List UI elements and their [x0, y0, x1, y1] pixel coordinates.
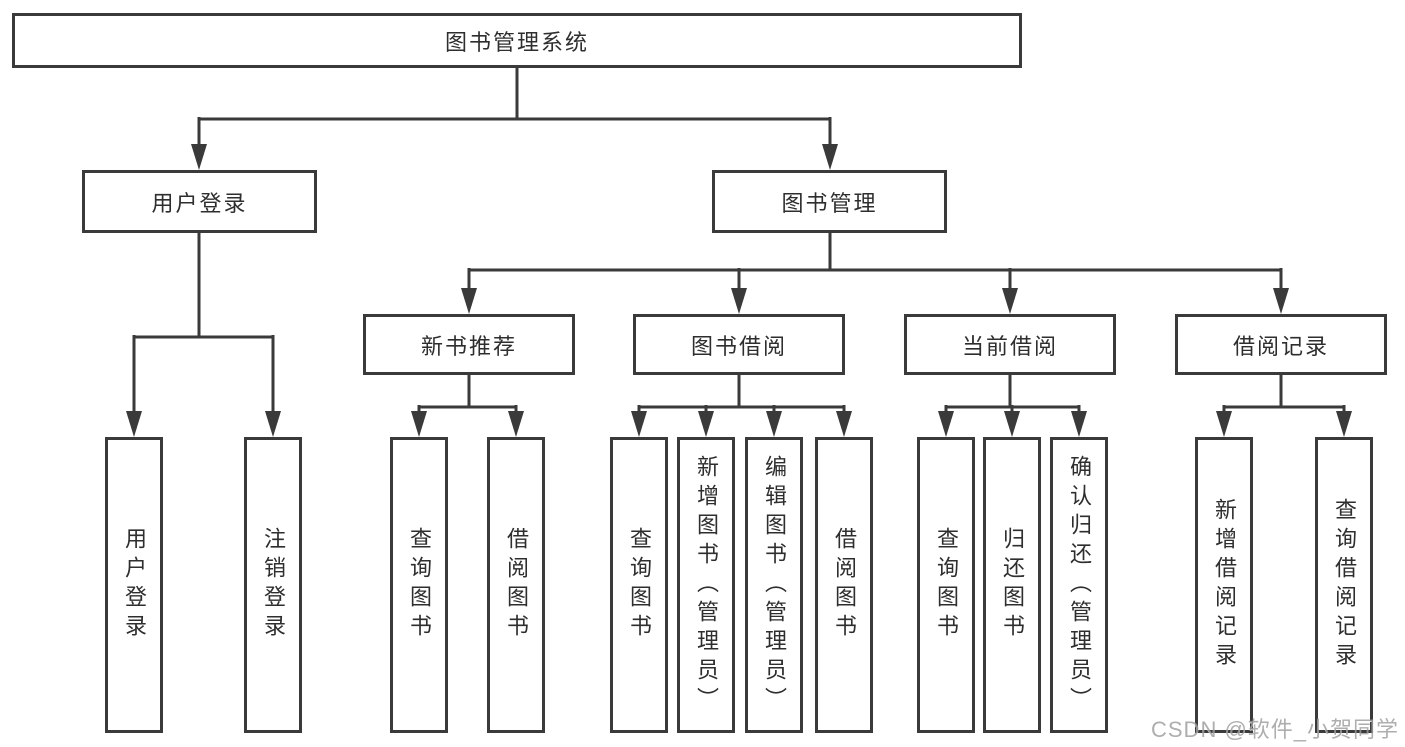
arrow-down-icon [1071, 411, 1087, 437]
node-label: 查询图书 [934, 527, 959, 643]
node-label: 借阅记录 [1232, 333, 1329, 359]
arrow-down-icon [411, 411, 427, 437]
node-label: 借阅图书 [832, 527, 857, 643]
node-label: 图书管理 [781, 190, 878, 216]
arrow-down-icon [698, 411, 714, 437]
node-leaf-add-book-admin: 新增图书（管理员） [677, 437, 735, 733]
arrow-down-icon [836, 411, 852, 437]
node-label: 注销登录 [261, 527, 286, 643]
arrow-down-icon [1273, 288, 1289, 314]
node-leaf-add-borrow-record: 新增借阅记录 [1195, 437, 1253, 733]
node-current-borrow: 当前借阅 [904, 314, 1116, 375]
node-user-login: 用户登录 [82, 170, 317, 233]
arrow-down-icon [1216, 411, 1232, 437]
arrow-down-icon [126, 411, 142, 437]
node-leaf-return-book: 归还图书 [983, 437, 1041, 733]
arrow-down-icon [938, 411, 954, 437]
node-label: 查询图书 [407, 527, 432, 643]
node-label: 确认归还（管理员） [1067, 454, 1092, 716]
node-leaf-query-book-1: 查询图书 [390, 437, 448, 733]
node-label: 用户登录 [151, 190, 248, 216]
node-leaf-query-book-2: 查询图书 [610, 437, 668, 733]
node-label: 归还图书 [1000, 527, 1025, 643]
node-label: 图书借阅 [690, 333, 787, 359]
node-label: 新增图书（管理员） [694, 454, 719, 716]
node-borrow-record: 借阅记录 [1175, 314, 1387, 375]
node-leaf-borrow-book-2: 借阅图书 [815, 437, 873, 733]
node-label: 当前借阅 [961, 333, 1058, 359]
arrow-down-icon [822, 144, 838, 170]
arrow-down-icon [265, 411, 281, 437]
node-leaf-borrow-book-1: 借阅图书 [487, 437, 545, 733]
node-label: 新书推荐 [420, 333, 517, 359]
arrow-down-icon [191, 144, 207, 170]
arrow-down-icon [631, 411, 647, 437]
arrow-down-icon [766, 411, 782, 437]
node-label: 图书管理系统 [444, 29, 589, 55]
arrow-down-icon [1004, 411, 1020, 437]
node-label: 用户登录 [122, 527, 147, 643]
node-leaf-user-login: 用户登录 [105, 437, 163, 733]
node-leaf-edit-book-admin: 编辑图书（管理员） [745, 437, 803, 733]
node-leaf-logout: 注销登录 [244, 437, 302, 733]
node-leaf-confirm-return-admin: 确认归还（管理员） [1050, 437, 1108, 733]
arrow-down-icon [1336, 411, 1352, 437]
node-book-borrow: 图书借阅 [633, 314, 845, 375]
node-leaf-query-borrow-record: 查询借阅记录 [1315, 437, 1373, 733]
node-label: 借阅图书 [504, 527, 529, 643]
arrow-down-icon [461, 288, 477, 314]
arrow-down-icon [731, 288, 747, 314]
arrow-down-icon [508, 411, 524, 437]
node-label: 查询图书 [627, 527, 652, 643]
arrow-down-icon [1002, 288, 1018, 314]
node-book-management: 图书管理 [712, 170, 947, 233]
watermark: CSDN @软件_小贺同学 [1151, 717, 1400, 742]
node-label: 查询借阅记录 [1332, 498, 1357, 672]
node-leaf-query-book-3: 查询图书 [917, 437, 975, 733]
node-label: 编辑图书（管理员） [762, 454, 787, 716]
node-root-library-system: 图书管理系统 [12, 13, 1022, 68]
node-new-book-recommend: 新书推荐 [363, 314, 575, 375]
node-label: 新增借阅记录 [1212, 498, 1237, 672]
